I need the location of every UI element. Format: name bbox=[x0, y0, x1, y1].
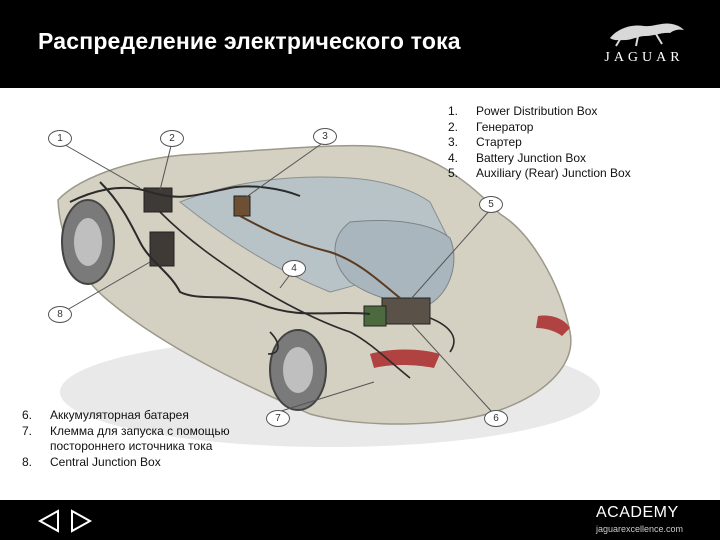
callout-6: 6 bbox=[484, 410, 510, 436]
footer-bar bbox=[0, 500, 720, 540]
brand-name: JAGUAR bbox=[604, 50, 684, 65]
callout-7: 7 bbox=[266, 410, 292, 436]
legend-item: 7.Клемма для запуска с помощью посторонн… bbox=[22, 423, 230, 454]
callout-3: 3 bbox=[313, 128, 339, 154]
callout-2: 2 bbox=[160, 130, 186, 156]
site-url[interactable]: jaguarexcellence.com bbox=[596, 524, 684, 534]
legend-item: 1.Power Distribution Box bbox=[448, 104, 598, 118]
legend-item: 5.Auxiliary (Rear) Junction Box bbox=[448, 166, 631, 181]
prev-arrow-icon bbox=[37, 509, 59, 533]
page-title: Распределение электрического тока bbox=[38, 28, 461, 54]
legend-item: 8.Central Junction Box bbox=[22, 454, 161, 469]
legend-item: 2.Генератор bbox=[448, 119, 534, 134]
legend-item: 6.Аккумуляторная батарея bbox=[22, 408, 189, 422]
brand-logo: JAGUAR bbox=[592, 16, 696, 72]
callout-4: 4 bbox=[282, 260, 308, 286]
car-wiring-illustration bbox=[57, 141, 600, 447]
next-button[interactable] bbox=[68, 508, 94, 534]
callout-1: 1 bbox=[48, 130, 74, 156]
callout-5: 5 bbox=[479, 196, 505, 222]
jaguar-leaper-icon bbox=[610, 23, 684, 47]
callout-8: 8 bbox=[48, 306, 74, 332]
prev-button[interactable] bbox=[36, 508, 62, 534]
academy-label: ACADEMY bbox=[596, 504, 679, 521]
legend-item: 4.Battery Junction Box bbox=[448, 150, 587, 165]
legend-top: 1.Power Distribution Box 2.Генератор 3.С… bbox=[448, 104, 631, 182]
header-bar: Распределение электрического тока JAGUAR bbox=[0, 0, 720, 88]
legend-bottom: 6.Аккумуляторная батарея 7.Клемма для за… bbox=[22, 408, 250, 470]
legend-item: 3.Стартер bbox=[448, 135, 522, 150]
next-arrow-icon bbox=[71, 509, 93, 533]
